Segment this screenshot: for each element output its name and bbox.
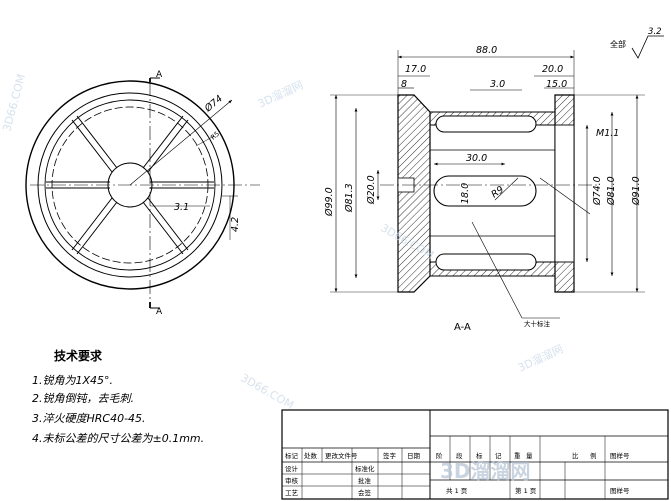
dim-slot-offset-3: 3.0	[490, 79, 505, 90]
view-label-a-a: A-A	[454, 322, 471, 333]
dim-flange-step-8: 8	[401, 79, 407, 90]
dim-right-step-15: 15.0	[546, 79, 567, 90]
watermark-brand-big: 3D溜溜网	[440, 459, 531, 483]
row-review: 审核	[285, 476, 299, 485]
row-standard: 标准化	[355, 464, 375, 473]
left-flange-hatch	[397, 94, 431, 293]
top-slot	[435, 115, 537, 133]
watermark-site-1: 3D66.COM	[239, 371, 296, 412]
stage-h-7: 例	[590, 451, 597, 460]
dim-slot-width-18: 18.0	[460, 183, 471, 204]
ring-4	[51, 106, 209, 264]
rev-header-sign: 签字	[383, 451, 397, 460]
tech-note-3: 3.淬火硬度HRC40-45.	[32, 412, 146, 425]
dim-diameter-74-right: Ø74.0	[592, 176, 603, 206]
tech-note-1: 1.锐角为1X45°.	[32, 374, 113, 387]
ring-3	[44, 99, 216, 271]
dim-diameter-81-right: Ø81.0	[606, 176, 617, 206]
sheet-index: 第 1 页	[515, 486, 537, 495]
sheet-total: 共 1 页	[446, 486, 468, 495]
dim-diameter-74: Ø74	[202, 93, 225, 115]
rev-header-count: 处数	[304, 451, 318, 460]
outer-ring	[25, 80, 235, 290]
row-approve: 批准	[358, 476, 372, 485]
hub-circle	[107, 162, 153, 208]
stage-h-3: 记	[495, 452, 502, 460]
tech-notes: 技术要求 1.锐角为1X45°. 2.锐角倒钝，去毛刺. 3.淬火硬度HRC40…	[32, 348, 204, 445]
surface-finish-label: 全部	[610, 39, 626, 49]
dim-right-width-20: 20.0	[542, 64, 563, 75]
stage-h-2: 标	[476, 451, 483, 460]
tech-note-4: 4.未标公差的尺寸公差为±0.1mm.	[32, 432, 204, 445]
middle-slot	[433, 175, 537, 207]
dim-offset-4-2: 4.2	[230, 217, 241, 232]
front-view: A A Ø74 R5 3.1 4.2	[25, 70, 260, 317]
rev-header-mark: 标记	[285, 451, 299, 460]
dim-length-88: 88.0	[476, 45, 497, 56]
section-marker-bottom: A	[156, 307, 163, 317]
leader-note: 大十标注	[524, 319, 551, 328]
stage-h-0: 阶	[436, 451, 443, 460]
bottom-slot	[435, 253, 537, 271]
row-design: 设计	[285, 464, 299, 473]
drawing-number: 图样号	[610, 486, 630, 495]
tech-notes-title: 技术要求	[54, 348, 103, 363]
dim-slot-3-1: 3.1	[174, 202, 189, 213]
rev-header-date: 日期	[407, 452, 421, 460]
watermark-site-3: 3D66.COM	[0, 73, 28, 133]
row-countersign: 会签	[358, 488, 372, 497]
title-block-text: 标记 处数 更改文件号 签字 日期 设计 审核 工艺 标准化 批准 会签 阶 段…	[285, 451, 630, 497]
stage-h-6: 比	[572, 451, 579, 460]
stage-h-1: 段	[456, 451, 463, 460]
dim-bore-20: Ø20.0	[366, 175, 377, 205]
dim-diameter-91-right: Ø91.0	[631, 176, 642, 206]
tech-note-2: 2.锐角倒钝，去毛刺.	[32, 392, 134, 405]
spokes	[46, 115, 214, 255]
right-bore	[554, 124, 575, 263]
dim-flange-17: 17.0	[405, 64, 426, 75]
rev-header-doc: 更改文件号	[325, 451, 358, 460]
watermark-brand-1: 3D溜溜网	[255, 78, 305, 111]
drawing-number-2: 图样号	[610, 451, 630, 460]
surface-finish-value: 3.2	[648, 27, 662, 37]
surface-finish-symbol	[631, 35, 664, 59]
stage-h-4: 重	[514, 452, 521, 460]
ring-2	[37, 92, 223, 278]
dim-radius-5: R5	[209, 130, 221, 142]
section-marker-top: A	[156, 70, 163, 80]
stage-h-5: 量	[526, 452, 533, 460]
dim-taper-m1-1: M1.1	[596, 128, 619, 139]
dim-diameter-81-3: Ø81.3	[344, 183, 355, 213]
section-view: 全部 3.2 88.0 17.0 8 3.0 20.0 15.0 30.0	[324, 27, 664, 333]
dim-diameter-99: Ø99.0	[324, 187, 335, 217]
dim-slot-length-30: 30.0	[466, 153, 487, 164]
title-block	[281, 409, 669, 500]
row-process: 工艺	[285, 489, 299, 497]
watermark-brand-2: 3D溜溜网	[515, 342, 565, 375]
